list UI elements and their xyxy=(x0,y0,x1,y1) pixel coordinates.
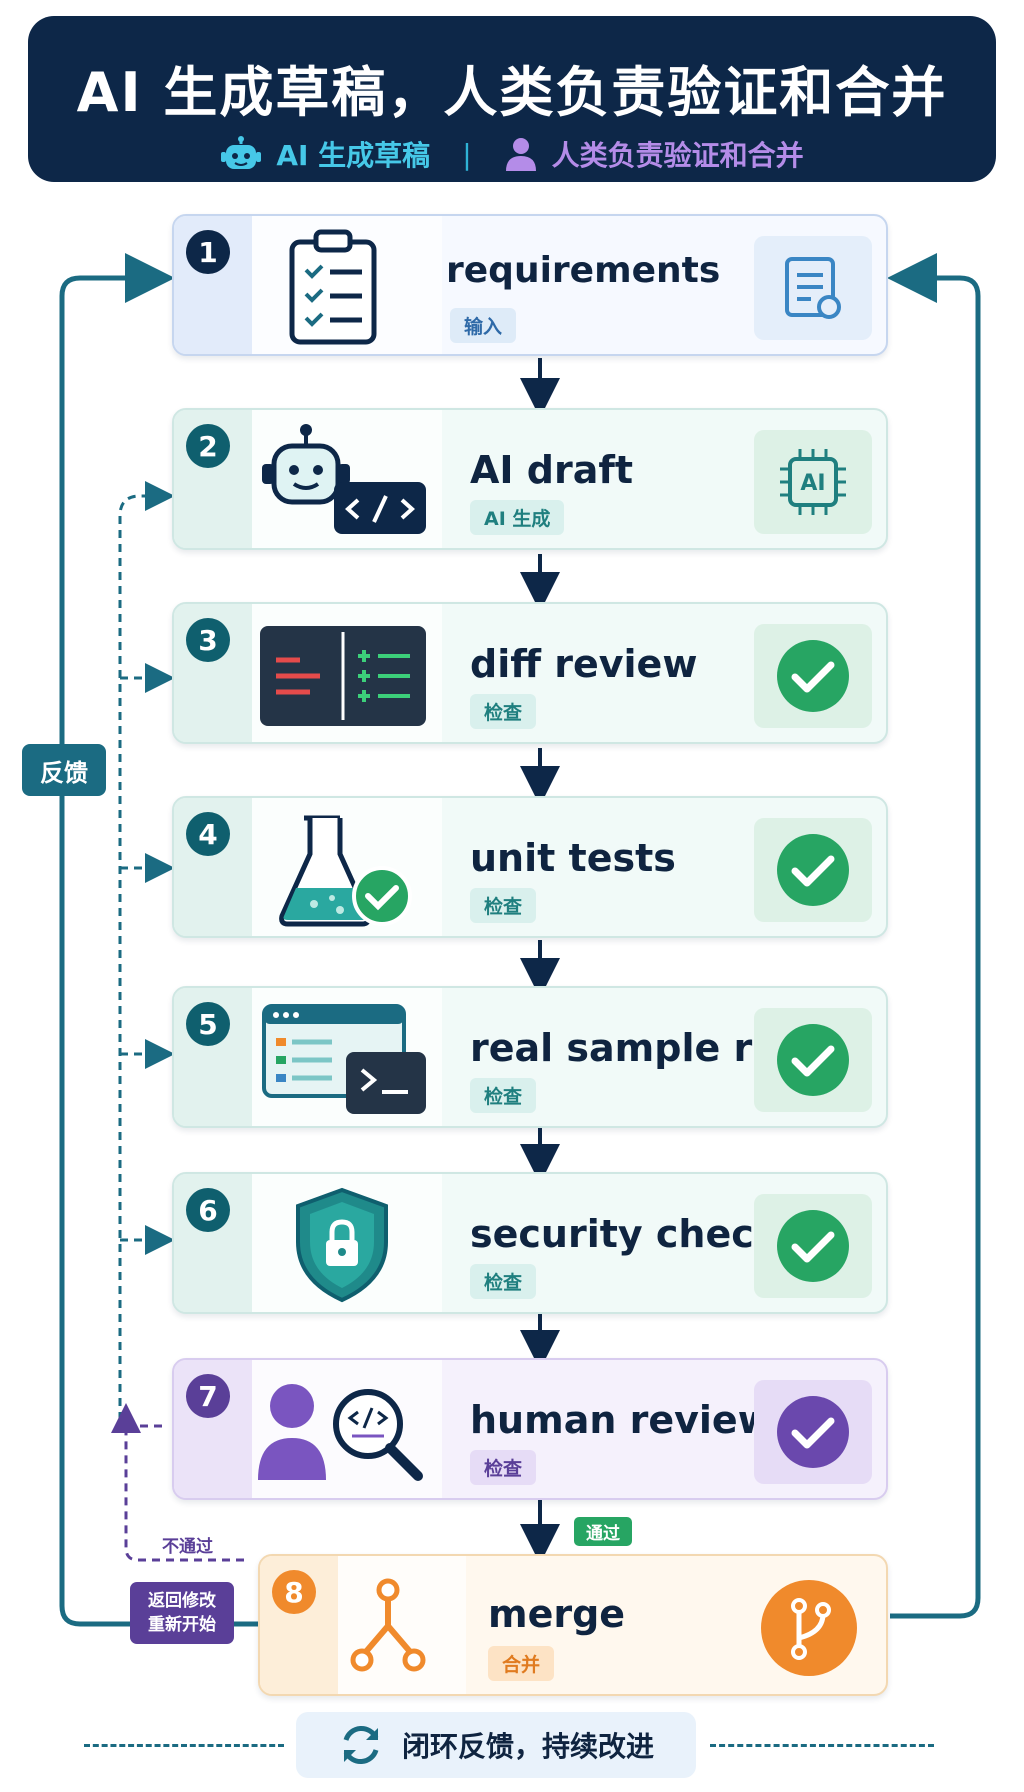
feedback-loop-line xyxy=(59,253,258,1627)
step-title: unit tests xyxy=(470,836,676,880)
step-title: merge xyxy=(488,1592,626,1636)
step-badge: 合并 xyxy=(488,1646,555,1681)
document-icon xyxy=(785,257,841,319)
clipboard-checklist-icon xyxy=(289,229,377,345)
check-circle-icon xyxy=(777,1396,849,1468)
step-card-ai-draft: 2 AI draft AI 生成 AI xyxy=(172,408,888,550)
step-badge: 输入 xyxy=(450,308,517,343)
header-separator: | xyxy=(462,137,472,171)
step-badge: 检查 xyxy=(470,1078,537,1113)
step-number: 8 xyxy=(272,1570,316,1614)
step-card-real-sample-run: 5 real sample run 检查 xyxy=(172,986,888,1128)
step-badge: 检查 xyxy=(470,888,537,923)
step-card-security-check: 6 security check 检查 xyxy=(172,1172,888,1314)
check-box xyxy=(754,624,872,728)
terminal-window-icon xyxy=(262,1004,426,1114)
person-icon xyxy=(505,138,536,171)
step-card-human-review: 7 human review 检查 xyxy=(172,1358,888,1500)
step-card-merge: 8 merge 合并 xyxy=(258,1554,888,1696)
step-number: 7 xyxy=(186,1374,230,1418)
return-line-1: 返回修改 xyxy=(148,1591,216,1611)
check-box xyxy=(754,1380,872,1484)
step-number: 2 xyxy=(186,424,230,468)
step-badge: 检查 xyxy=(470,1264,537,1299)
feedback-label: 反馈 xyxy=(22,744,106,796)
step-title: real sample run xyxy=(470,1026,807,1070)
step-card-unit-tests: 4 unit tests 检查 xyxy=(172,796,888,938)
page-title: AI 生成草稿，人类负责验证和合并 xyxy=(76,61,948,124)
return-line-2: 重新开始 xyxy=(148,1615,216,1635)
fail-path-line xyxy=(111,1403,244,1562)
footer-text: 闭环反馈，持续改进 xyxy=(401,1730,654,1763)
step-title: human review xyxy=(470,1398,773,1442)
dashed-feedback-line xyxy=(118,481,175,1420)
check-circle-icon xyxy=(777,834,849,906)
check-circle-icon xyxy=(777,1024,849,1096)
step-card-requirements: 1 requirements 输入 xyxy=(172,214,888,356)
step-number: 6 xyxy=(186,1188,230,1232)
step-number: 5 xyxy=(186,1002,230,1046)
footer-banner: 闭环反馈，持续改进 xyxy=(296,1712,696,1778)
shield-lock-icon xyxy=(296,1187,388,1303)
step-number: 4 xyxy=(186,812,230,856)
document-icon-box xyxy=(754,236,872,340)
flask-check-icon xyxy=(279,815,412,927)
svg-text:AI: AI xyxy=(800,471,825,496)
step-title: requirements xyxy=(446,250,721,291)
ai-chip-icon: AI xyxy=(780,449,846,515)
person-code-search-icon xyxy=(258,1384,423,1481)
footer-divider-right xyxy=(710,1744,934,1747)
ai-chip-icon-box: AI xyxy=(754,430,872,534)
step-title: security check xyxy=(470,1212,780,1256)
check-circle-icon xyxy=(777,1210,849,1282)
step-title: diff review xyxy=(470,642,698,686)
header-subtitle: AI 生成草稿 | 人类负责验证和合并 xyxy=(28,134,996,174)
completion-loop-line xyxy=(887,253,981,1619)
step-number: 1 xyxy=(186,230,230,274)
git-branch-icon xyxy=(761,1580,857,1676)
header-banner: AI 生成草稿，人类负责验证和合并 AI 生成草稿 | 人类负责验证和合并 xyxy=(28,16,996,182)
check-circle-icon xyxy=(777,640,849,712)
refresh-cycle-icon xyxy=(343,1726,379,1764)
git-branch-icon-box xyxy=(750,1576,868,1680)
check-box xyxy=(754,1194,872,1298)
git-merge-icon xyxy=(350,1578,426,1672)
robot-code-icon xyxy=(262,424,426,534)
check-box xyxy=(754,818,872,922)
step-badge: 检查 xyxy=(470,1450,537,1485)
step-card-diff-review: 3 diff review 检查 xyxy=(172,602,888,744)
diff-icon xyxy=(260,626,426,726)
ai-draft-label: AI 生成草稿 xyxy=(276,139,431,172)
footer-divider-left xyxy=(84,1744,284,1747)
fail-label: 不通过 xyxy=(162,1537,213,1557)
step-number: 3 xyxy=(186,618,230,662)
check-box xyxy=(754,1008,872,1112)
step-title: AI draft xyxy=(470,448,634,492)
robot-icon xyxy=(221,136,262,169)
step-badge: 检查 xyxy=(470,694,537,729)
return-restart-label: 返回修改 重新开始 xyxy=(130,1582,234,1644)
pass-label: 通过 xyxy=(574,1517,632,1546)
step-badge: AI 生成 xyxy=(470,500,565,535)
human-verify-label: 人类负责验证和合并 xyxy=(551,139,804,172)
